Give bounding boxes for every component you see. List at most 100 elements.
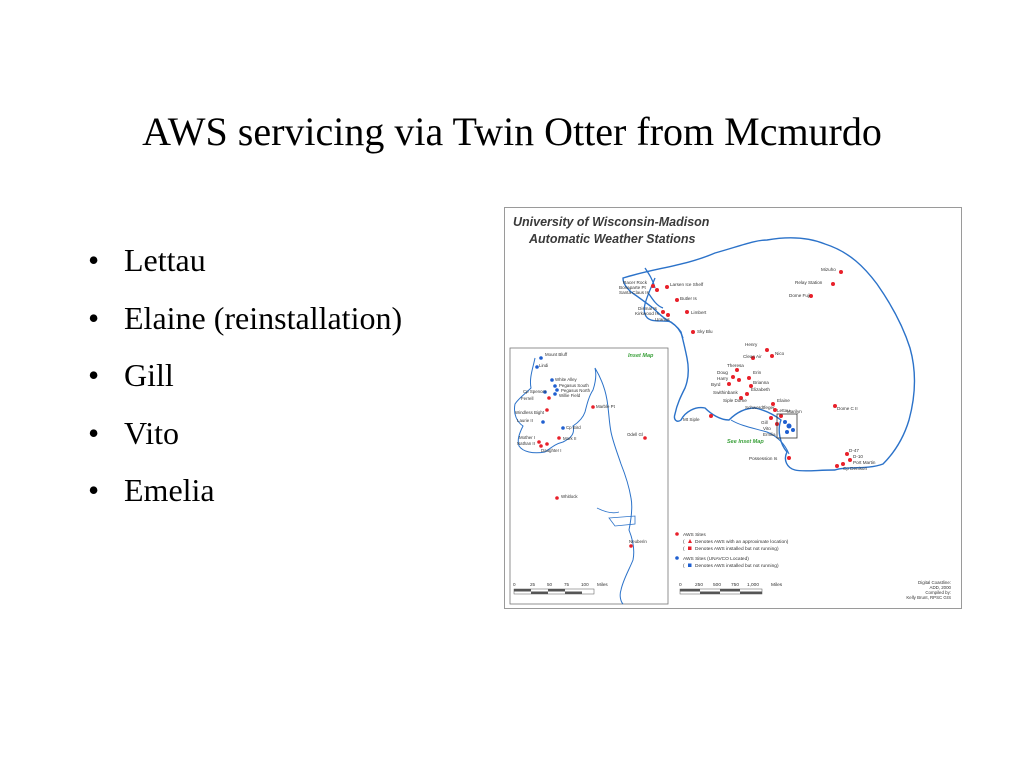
svg-text:1,000: 1,000	[747, 582, 759, 588]
inset-stations	[535, 356, 647, 548]
svg-text:Clean Air: Clean Air	[743, 354, 762, 359]
map-title-line1: University of Wisconsin-Madison	[513, 215, 710, 229]
svg-text:0: 0	[679, 582, 682, 588]
map-title-line2: Automatic Weather Stations	[528, 232, 696, 246]
svg-text:Marble Pt: Marble Pt	[596, 404, 616, 409]
svg-text:Neuberin: Neuberin	[629, 539, 647, 544]
svg-text:Marilyn: Marilyn	[787, 409, 802, 414]
svg-text:Larsen Ice Shelf: Larsen Ice Shelf	[670, 282, 704, 287]
inset-ice-edge	[596, 507, 636, 527]
svg-text:Kirkwood Is: Kirkwood Is	[635, 311, 659, 316]
svg-text:Schwerdtfeger: Schwerdtfeger	[745, 405, 775, 410]
main-scale-bar: 0 250 500 750 1,000 Miles	[679, 582, 783, 595]
svg-text:Odell Gl: Odell Gl	[627, 432, 643, 437]
svg-text:Emilia: Emilia	[763, 432, 776, 437]
svg-text:Possession Is: Possession Is	[749, 456, 778, 461]
svg-text:Dismal Is: Dismal Is	[638, 306, 658, 311]
svg-text:Elizabeth: Elizabeth	[751, 387, 770, 392]
svg-text:Miles: Miles	[597, 582, 608, 587]
svg-text:Kelly Brunt, RPSC GIS: Kelly Brunt, RPSC GIS	[906, 595, 951, 600]
svg-text:Mother I: Mother I	[519, 435, 535, 440]
svg-text:Erin: Erin	[753, 370, 762, 375]
inset-scale-bar: 0 25 50 75 100 Miles	[513, 582, 608, 595]
svg-text:0: 0	[513, 582, 516, 587]
map-svg: University of Wisconsin-Madison Automati…	[509, 215, 952, 605]
svg-text:Harry: Harry	[717, 376, 729, 381]
svg-text:Denotes AWS installed but not: Denotes AWS installed but not running)	[695, 563, 779, 569]
svg-text:Willie Field: Willie Field	[559, 393, 581, 398]
svg-text:D-47: D-47	[849, 448, 859, 453]
svg-text:Butler Is: Butler Is	[680, 296, 698, 301]
svg-text:Brianna: Brianna	[753, 380, 769, 385]
svg-text:Santa Claus Is: Santa Claus Is	[619, 290, 650, 295]
map-credits: Digital Coastline: ADD, 2000 Compiled by…	[906, 580, 951, 600]
svg-text:Port Martin: Port Martin	[853, 460, 876, 465]
svg-text:Daughter I: Daughter I	[541, 448, 562, 453]
svg-text:Mark II: Mark II	[563, 436, 576, 441]
bullet-list: •Lettau •Elaine (reinstallation) •Gill •…	[88, 232, 402, 520]
svg-text:25: 25	[530, 582, 536, 587]
svg-text:D-10: D-10	[853, 454, 863, 459]
bullet-item: •Lettau	[88, 242, 206, 278]
svg-text:50: 50	[547, 582, 553, 587]
svg-text:250: 250	[695, 582, 703, 588]
svg-text:Vito: Vito	[763, 426, 771, 431]
bullet-item: •Gill	[88, 357, 174, 393]
svg-text:750: 750	[731, 582, 739, 588]
svg-text:Compiled by:: Compiled by:	[925, 590, 951, 595]
svg-text:Miles: Miles	[771, 582, 783, 588]
svg-text:Nathan II: Nathan II	[517, 441, 535, 446]
svg-text:75: 75	[564, 582, 570, 587]
svg-text:Limbert: Limbert	[691, 310, 707, 315]
svg-text:Windless Bight: Windless Bight	[515, 410, 545, 415]
svg-text:Swithinbank: Swithinbank	[713, 390, 738, 395]
svg-text:Lindi: Lindi	[539, 363, 548, 368]
svg-text:AWS Sites (UNAVCO Located): AWS Sites (UNAVCO Located)	[683, 556, 749, 562]
svg-text:Theresa: Theresa	[727, 363, 744, 368]
svg-text:Mt Siple: Mt Siple	[683, 417, 700, 422]
bullet-item: •Elaine (reinstallation)	[88, 299, 403, 336]
see-inset-label: See Inset Map	[727, 439, 764, 445]
aws-station-map: University of Wisconsin-Madison Automati…	[504, 207, 962, 609]
svg-text:Sky Blu: Sky Blu	[697, 329, 713, 334]
svg-text:Whitlock: Whitlock	[561, 494, 578, 499]
svg-text:(: (	[683, 546, 685, 552]
inset-locator-box	[776, 413, 798, 439]
svg-text:Cp Denison: Cp Denison	[843, 466, 867, 471]
main-map-station-labels: Racer Rock Bonaparte Pt Santa Claus Is L…	[619, 267, 876, 471]
svg-text:Byrd: Byrd	[711, 382, 721, 387]
svg-text:Dome Fuji: Dome Fuji	[789, 293, 810, 298]
svg-text:Denotes AWS installed but not: Denotes AWS installed but not running)	[695, 546, 779, 552]
map-legend: AWS Sites ( Denotes AWS with an approxim…	[675, 532, 789, 569]
bullet-item: •Vito	[88, 414, 179, 451]
inset-station-labels: Mount Bluff Lindi White Alley Pegasus So…	[515, 352, 647, 544]
svg-text:Dome C II: Dome C II	[837, 406, 858, 411]
svg-text:(: (	[683, 539, 685, 545]
svg-text:100: 100	[581, 582, 589, 587]
main-map-stations	[651, 270, 852, 468]
svg-text:Henry: Henry	[745, 342, 758, 347]
svg-text:ADD, 2000: ADD, 2000	[930, 585, 952, 590]
slide-title: AWS servicing via Twin Otter from Mcmurd…	[142, 109, 882, 154]
svg-text:(: (	[683, 563, 685, 569]
svg-text:Cp Bird: Cp Bird	[566, 425, 581, 430]
svg-text:Laurie II: Laurie II	[517, 418, 533, 423]
svg-text:Siple Dome: Siple Dome	[723, 398, 747, 403]
svg-text:AWS Sites: AWS Sites	[683, 532, 706, 538]
svg-text:Pegasus North: Pegasus North	[561, 388, 591, 393]
svg-text:Lettau: Lettau	[777, 408, 790, 413]
svg-text:Doug: Doug	[717, 370, 728, 375]
svg-text:Mount Bluff: Mount Bluff	[545, 352, 568, 357]
inset-map-frame	[509, 347, 669, 605]
bullet-item: •Emelia	[88, 472, 215, 508]
svg-text:Denotes AWS with an approximat: Denotes AWS with an approximate location…	[695, 539, 789, 545]
svg-text:Cp Spencer: Cp Spencer	[523, 389, 547, 394]
svg-text:Mizuho: Mizuho	[821, 267, 836, 272]
svg-text:Racer Rock: Racer Rock	[623, 280, 648, 285]
inset-coastline	[514, 357, 635, 605]
svg-text:Uranus: Uranus	[655, 317, 671, 322]
inset-map-title: Inset Map	[628, 353, 654, 359]
svg-text:Bonaparte Pt: Bonaparte Pt	[619, 285, 647, 290]
svg-text:Elaine: Elaine	[777, 398, 790, 403]
svg-text:Nico: Nico	[775, 351, 785, 356]
